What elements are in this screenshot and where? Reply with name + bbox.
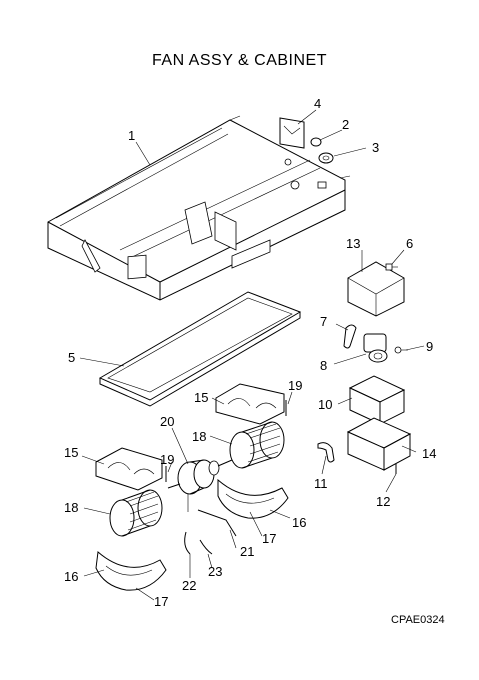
part-screw-2: [394, 346, 402, 354]
callout-17-lower: 17: [154, 594, 168, 609]
part-screw: [385, 263, 393, 271]
callout-6: 6: [406, 236, 413, 251]
part-motor-bracket: [197, 509, 237, 537]
part-washer: [318, 152, 334, 164]
part-drain-pan: [98, 291, 302, 407]
callout-15-lower: 15: [64, 445, 78, 460]
callout-21: 21: [240, 544, 254, 559]
callout-1: 1: [128, 128, 135, 143]
callout-10: 10: [318, 397, 332, 412]
part-fan-housing-upper-right: [215, 383, 285, 425]
leader-lines: [79, 109, 425, 601]
callout-23: 23: [208, 564, 222, 579]
callout-14: 14: [422, 446, 436, 461]
callout-2: 2: [342, 117, 349, 132]
part-pump: [363, 333, 388, 363]
callout-12: 12: [376, 494, 390, 509]
callout-7: 7: [320, 314, 327, 329]
callout-22: 22: [182, 578, 196, 593]
callout-11: 11: [314, 476, 328, 491]
part-mount-23: [199, 539, 213, 555]
callout-3: 3: [372, 140, 379, 155]
callout-13: 13: [346, 236, 360, 251]
part-cabinet: [47, 115, 351, 301]
part-hose: [343, 324, 357, 349]
part-blower-wheel-upper: [229, 421, 285, 469]
callout-15-upper: 15: [194, 390, 208, 405]
callout-19-upper: 19: [288, 378, 302, 393]
diagram-title: FAN ASSY & CABINET: [152, 52, 327, 69]
part-plate: [279, 117, 305, 149]
callout-4: 4: [314, 96, 321, 111]
part-mount-22: [184, 531, 191, 555]
drawing-code: CPAE0324: [391, 614, 445, 626]
part-nut: [310, 137, 322, 147]
callout-20: 20: [160, 414, 174, 429]
callout-19-lower: 19: [160, 452, 174, 467]
part-float-box: [348, 375, 406, 425]
part-fan-housing-upper-left: [95, 447, 163, 491]
part-blower-wheel-lower: [109, 489, 163, 537]
callout-16-upper: 16: [292, 515, 306, 530]
callout-9: 9: [426, 339, 433, 354]
part-control-box: [347, 261, 405, 317]
part-tube: [317, 442, 335, 463]
part-fan-motor: [167, 459, 233, 495]
callout-17-upper: 17: [262, 531, 276, 546]
callout-16-lower: 16: [64, 569, 78, 584]
callout-5: 5: [68, 350, 75, 365]
callout-8: 8: [320, 358, 327, 373]
part-scroll-lower-right: [217, 478, 289, 519]
part-scroll-lower-left: [95, 551, 167, 591]
callout-18-upper: 18: [192, 429, 206, 444]
callout-18-lower: 18: [64, 500, 78, 515]
part-reservoir: [346, 417, 412, 471]
